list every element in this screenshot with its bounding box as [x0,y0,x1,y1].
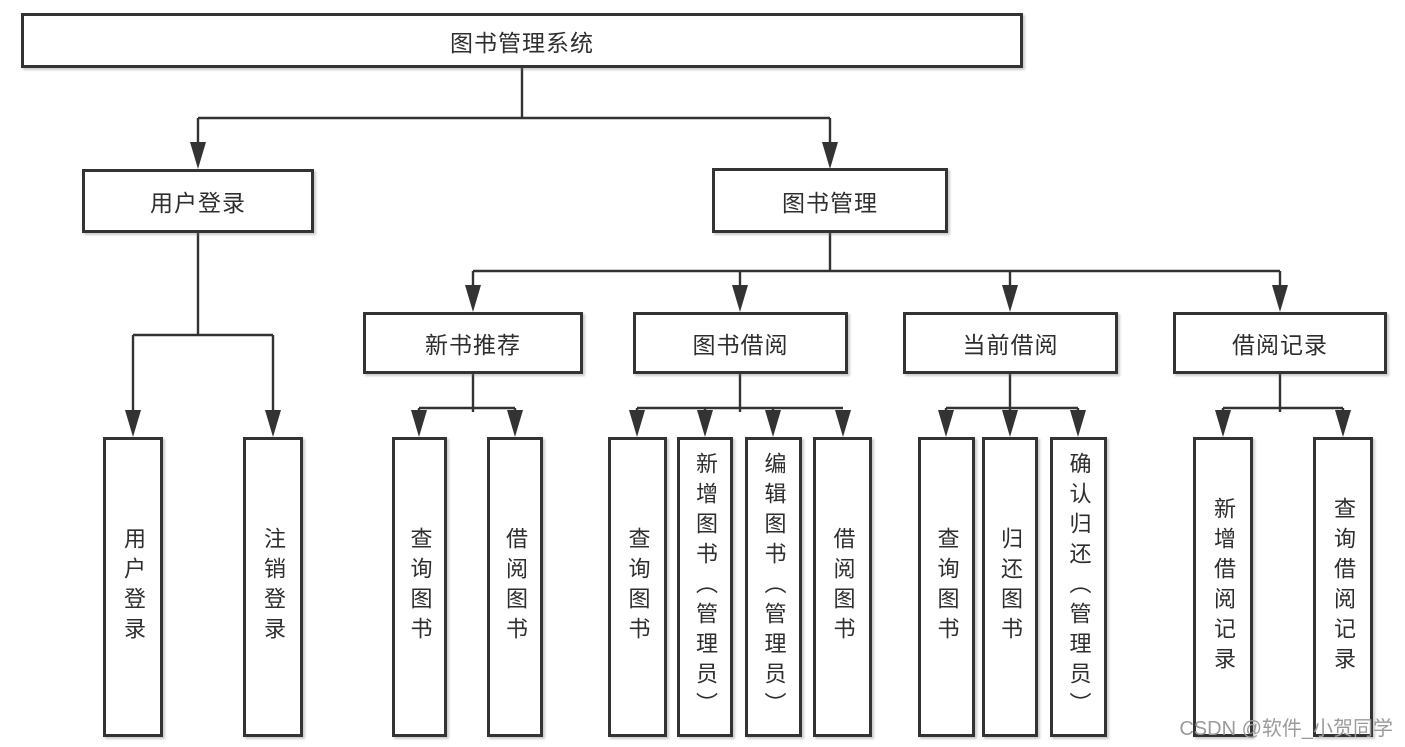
leaf-label: 归还图书 [998,527,1023,647]
arrow-down-icon [938,410,954,437]
arrow-down-icon [411,410,427,437]
leaf-query-borrow-record: 查询借阅记录 [1313,437,1373,737]
arrow-down-icon [1002,285,1018,312]
leaf-add-borrow-record: 新增借阅记录 [1193,437,1253,737]
leaf-label: 查询图书 [407,527,433,647]
leaf-label: 新增图书（管理员） [693,452,718,722]
node-root-label: 图书管理系统 [450,29,594,56]
node-root: 图书管理系统 [21,13,1023,68]
arrow-down-icon [822,142,838,169]
node-current-borrowing: 当前借阅 [903,312,1118,374]
leaf-label: 新增借阅记录 [1211,497,1236,677]
node-borrowing-records: 借阅记录 [1173,312,1387,374]
node-book-borrowing: 图书借阅 [633,312,848,374]
leaf-confirm-return-admin: 确认归还（管理员） [1050,437,1107,737]
arrow-down-icon [1272,285,1288,312]
node-current-borrowing-label: 当前借阅 [962,332,1059,358]
leaf-label: 用户登录 [121,527,146,647]
arrow-down-icon [265,410,281,437]
leaf-label: 查询借阅记录 [1331,497,1356,677]
node-new-book-recommend: 新书推荐 [363,312,583,374]
node-book-management: 图书管理 [712,168,948,233]
node-book-management-label: 图书管理 [782,189,878,216]
arrow-down-icon [465,285,481,312]
arrow-down-icon [732,285,748,312]
arrow-down-icon [1070,410,1086,437]
node-user-login: 用户登录 [82,169,314,233]
leaf-logout: 注销登录 [243,437,303,737]
leaf-label: 借阅图书 [503,527,528,647]
leaf-return-book: 归还图书 [982,437,1038,737]
arrowheads [125,142,1351,437]
arrow-down-icon [1215,410,1231,437]
leaf-query-books-recommend: 查询图书 [392,437,447,737]
arrow-down-icon [697,410,713,437]
leaf-label: 查询图书 [625,527,651,647]
arrow-down-icon [1002,410,1018,437]
node-user-login-label: 用户登录 [150,190,246,216]
arrow-down-icon [125,410,141,437]
leaf-borrow-books-borrowing: 借阅图书 [813,437,872,737]
leaf-label: 确认归还（管理员） [1066,452,1092,722]
leaf-edit-book-admin: 编辑图书（管理员） [745,437,802,737]
leaf-add-book-admin: 新增图书（管理员） [677,437,733,737]
watermark: CSDN @软件_小贺同学 [1179,718,1393,740]
leaf-query-books-current: 查询图书 [918,437,975,737]
node-book-borrowing-label: 图书借阅 [692,332,789,358]
leaf-user-login: 用户登录 [103,437,163,737]
node-borrowing-records-label: 借阅记录 [1232,332,1328,358]
leaf-borrow-books-recommend: 借阅图书 [487,437,543,737]
arrow-down-icon [629,410,645,437]
arrow-down-icon [507,410,523,437]
arrow-down-icon [765,410,781,437]
leaf-label: 注销登录 [261,527,286,647]
node-new-book-recommend-label: 新书推荐 [425,332,521,358]
arrow-down-icon [835,410,851,437]
leaf-label: 借阅图书 [830,527,856,647]
arrow-down-icon [190,142,206,169]
arrow-down-icon [1335,410,1351,437]
leaf-query-books-borrowing: 查询图书 [608,437,667,737]
leaf-label: 编辑图书（管理员） [761,452,787,722]
leaf-label: 查询图书 [934,527,960,647]
